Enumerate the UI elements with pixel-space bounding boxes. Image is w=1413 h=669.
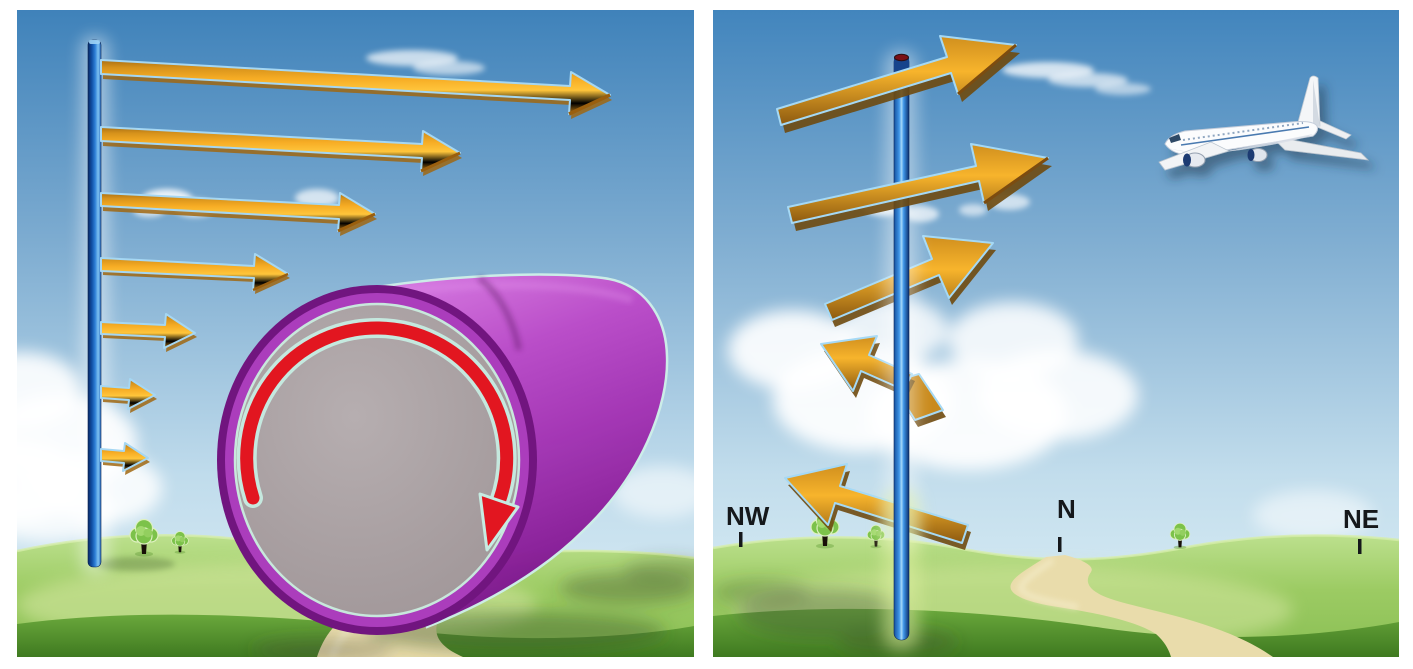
speed-arrow-4 bbox=[100, 253, 290, 294]
pole-shadow bbox=[95, 557, 175, 571]
rotating-tube bbox=[217, 273, 669, 635]
speed-arrow-3 bbox=[100, 192, 377, 236]
compass-tick-n bbox=[1058, 537, 1062, 552]
direction-arrow-5 bbox=[784, 463, 971, 550]
airplane-icon bbox=[1158, 75, 1370, 171]
compass-label-ne: NE bbox=[1343, 504, 1379, 534]
speed-arrow-6 bbox=[100, 378, 157, 413]
speed-shear-svg bbox=[17, 10, 694, 657]
directional-shear-svg: NW N NE bbox=[713, 10, 1399, 657]
wind-pole bbox=[81, 36, 109, 574]
speed-arrow-5 bbox=[100, 313, 197, 352]
rotation-arrow-icon bbox=[236, 317, 520, 552]
vane-shadow bbox=[713, 579, 958, 656]
tube-crease bbox=[477, 275, 522, 351]
compass-tick-ne bbox=[1358, 539, 1362, 554]
vane-pole bbox=[883, 50, 919, 650]
compass: NW N NE bbox=[726, 494, 1379, 554]
dirt-path bbox=[1010, 555, 1273, 657]
direction-arrow-1 bbox=[776, 35, 1020, 133]
speed-arrow-2 bbox=[100, 126, 462, 176]
compass-label-n: N bbox=[1057, 494, 1076, 524]
speed-shear-panel bbox=[17, 10, 694, 657]
speed-arrows bbox=[100, 59, 612, 475]
tube-face bbox=[233, 302, 521, 618]
compass-label-nw: NW bbox=[726, 501, 770, 531]
speed-arrow-7 bbox=[100, 442, 150, 475]
compass-tick-nw bbox=[739, 532, 743, 547]
direction-arrows-front bbox=[776, 35, 1052, 231]
directional-shear-panel: NW N NE bbox=[713, 10, 1399, 657]
direction-arrow-2 bbox=[787, 143, 1052, 231]
speed-arrow-1 bbox=[100, 59, 612, 119]
